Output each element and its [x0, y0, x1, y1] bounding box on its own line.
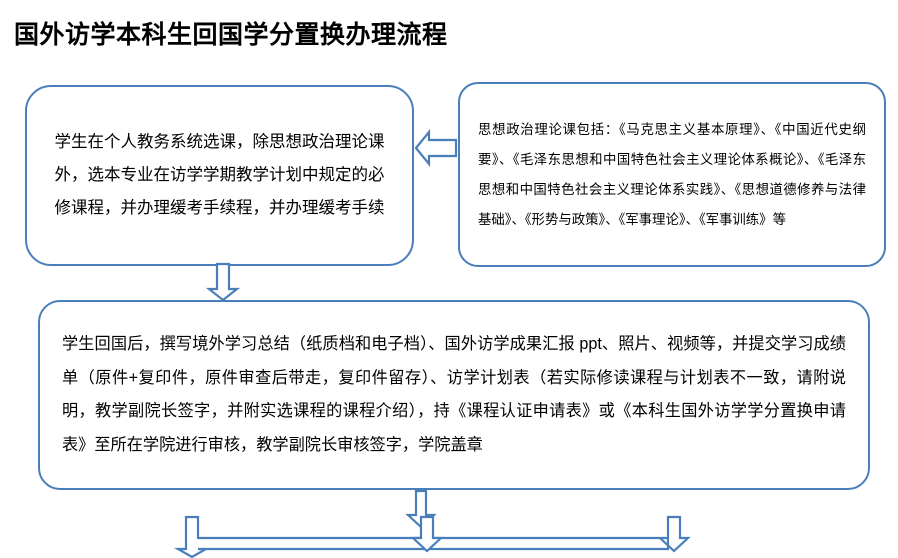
left-arrow-icon — [414, 128, 458, 168]
page-title: 国外访学本科生回国学分置换办理流程 — [14, 21, 448, 49]
flow-box-political-theory-courses-text: 思想政治理论课包括：《马克思主义基本原理》、《中国近代史纲要》、《毛泽东思想和中… — [478, 121, 866, 227]
flow-box-return-procedure: 学生回国后，撰写境外学习总结（纸质档和电子档）、国外访学成果汇报 ppt、照片、… — [38, 300, 870, 490]
flow-box-select-courses-text: 学生在个人教务系统选课，除思想政治理论课外，选本专业在访学学期教学计划中规定的必… — [54, 133, 385, 217]
flow-box-select-courses: 学生在个人教务系统选课，除思想政治理论课外，选本专业在访学学期教学计划中规定的必… — [25, 85, 414, 266]
fanout-connector-icon — [173, 509, 691, 558]
flow-box-return-procedure-text: 学生回国后，撰写境外学习总结（纸质档和电子档）、国外访学成果汇报 ppt、照片、… — [62, 335, 846, 454]
flow-box-political-theory-courses: 思想政治理论课包括：《马克思主义基本原理》、《中国近代史纲要》、《毛泽东思想和中… — [458, 82, 886, 267]
down-arrow-icon — [205, 262, 241, 302]
